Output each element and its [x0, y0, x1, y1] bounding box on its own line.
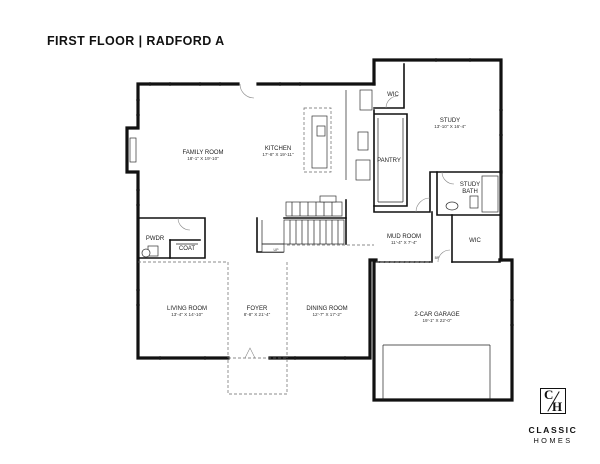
living-room-label: LIVING ROOM	[167, 306, 207, 312]
logo-mark-h: H	[552, 399, 563, 414]
mud-room-label: MUD ROOM	[387, 234, 421, 240]
room-labels: FAMILY ROOM 18'-1" X 19'-10" KITCHEN 17'…	[146, 92, 482, 323]
pantry-label: PANTRY	[377, 158, 401, 164]
logo-mark: C H	[540, 388, 566, 414]
classic-homes-logo: C H CLASSIC HOMES	[520, 388, 586, 450]
doors	[177, 83, 491, 400]
stair-up-label: UP	[274, 248, 280, 252]
interior-walls	[137, 63, 502, 263]
foyer-label: FOYER	[247, 306, 268, 312]
kitchen-fixtures	[311, 89, 373, 181]
bp-label: BP	[435, 256, 440, 260]
family-room-label: FAMILY ROOM	[182, 150, 223, 156]
pantry-shelves	[377, 118, 404, 203]
wic-lower-label: WIC	[469, 238, 481, 244]
foyer-dims: 8'-8" X 21'-4"	[244, 312, 271, 317]
page-title: FIRST FLOOR | RADFORD A	[47, 34, 225, 48]
mud-room-dims: 11'-4" X 7'-4"	[391, 240, 417, 245]
bath-fixtures	[141, 175, 499, 258]
living-room-dims: 13'-4" X 14'-10"	[171, 312, 203, 317]
dining-room-label: DINING ROOM	[306, 306, 347, 312]
coat-label: COAT	[179, 246, 196, 252]
logo-text-homes: HOMES	[533, 436, 573, 445]
kitchen-label: KITCHEN	[265, 146, 291, 152]
garage-dims: 19'-1" X 22'-0"	[422, 318, 451, 323]
logo-mark-c: C	[544, 387, 554, 402]
dashed-openings	[138, 107, 433, 395]
garage-label: 2-CAR GARAGE	[414, 312, 459, 318]
study-bath-label-1: STUDY	[460, 182, 480, 188]
stairs	[261, 195, 345, 253]
logo-text-classic: CLASSIC	[528, 425, 578, 435]
pwdr-label: PWDR	[146, 236, 165, 242]
study-label: STUDY	[440, 118, 460, 124]
dining-room-dims: 12'-7" X 17'-2"	[312, 312, 341, 317]
family-room-dims: 18'-1" X 19'-10"	[187, 156, 219, 161]
study-dims: 13'-10" X 16'-4"	[434, 124, 466, 129]
fireplace	[129, 137, 137, 163]
windows	[136, 58, 514, 360]
exterior-walls	[125, 58, 514, 402]
wic-upper-label: WIC	[387, 92, 399, 98]
study-bath-label-2: BATH	[462, 189, 478, 195]
kitchen-dims: 17'-8" X 19'-11"	[262, 152, 294, 157]
